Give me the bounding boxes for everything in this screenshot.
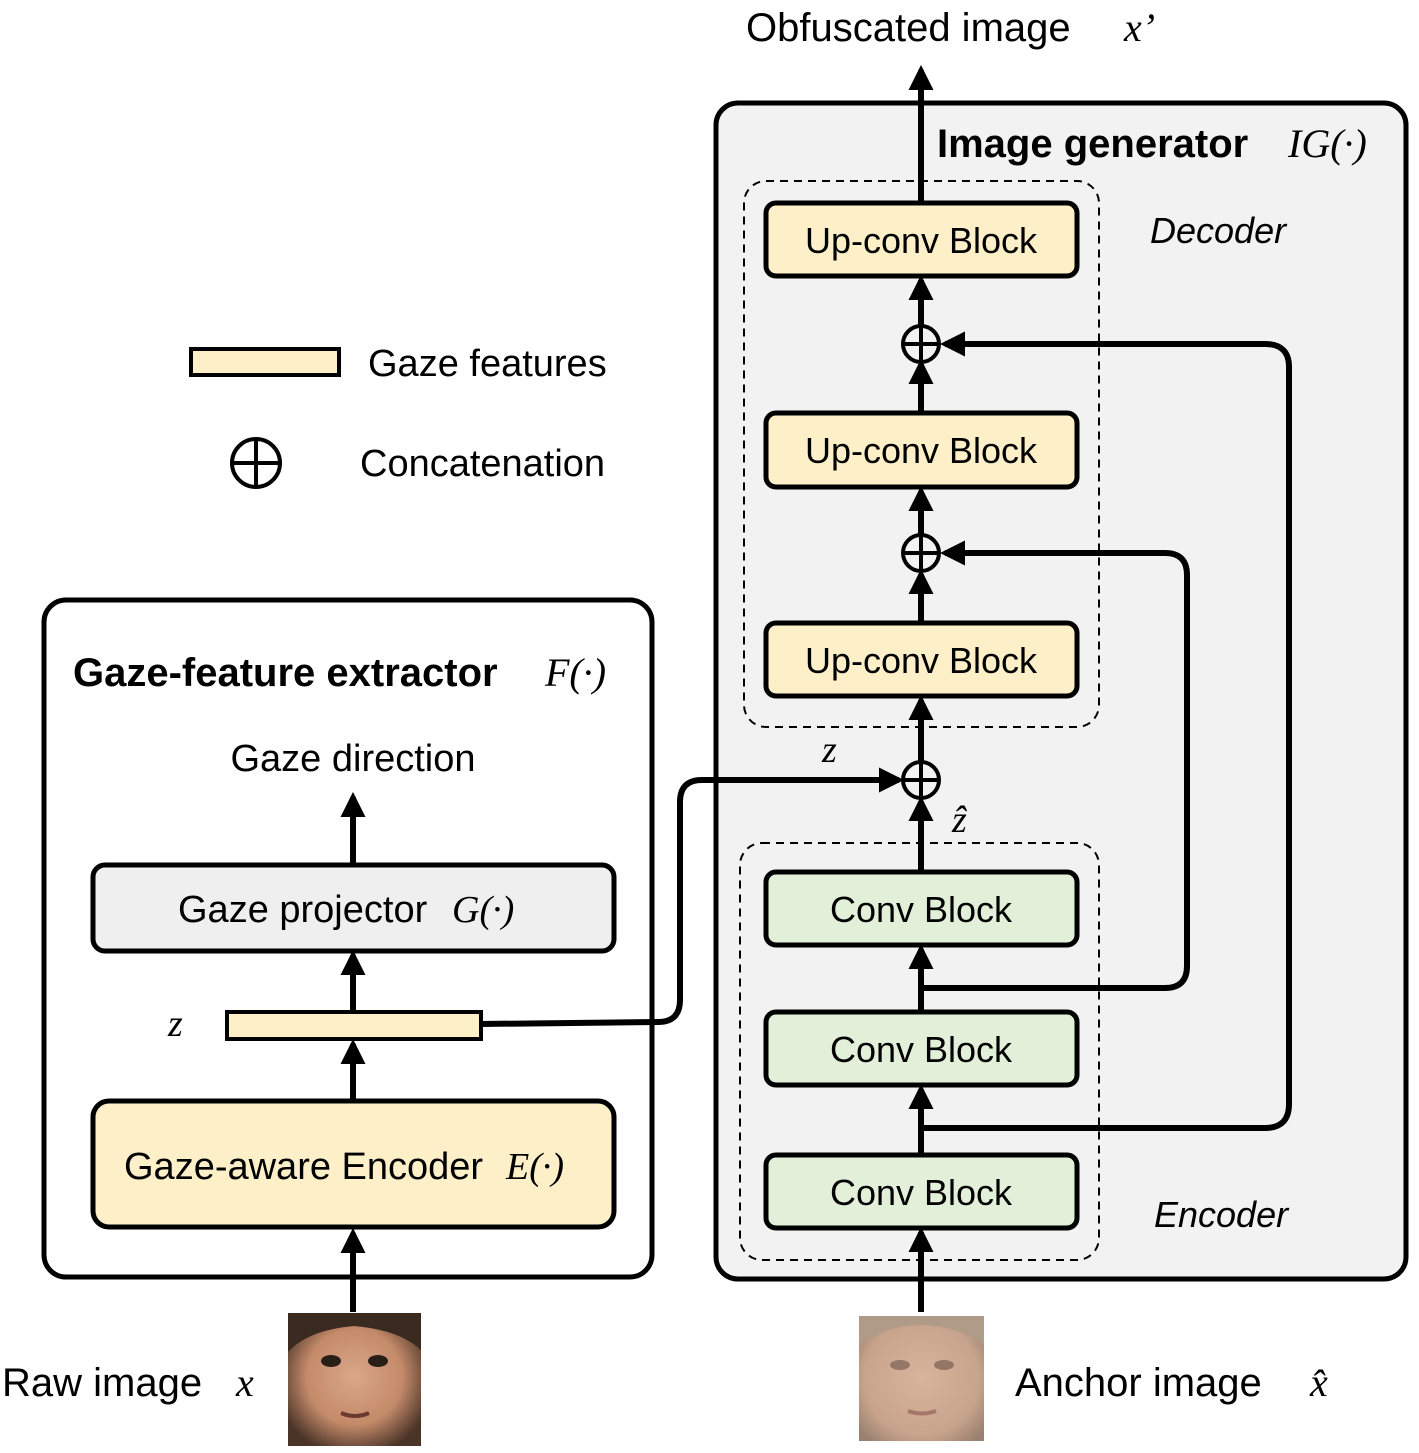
conv-block-top: Conv Block [763, 869, 1080, 948]
concat-circle-bottleneck [901, 760, 941, 800]
concat-circle-middle [901, 533, 941, 573]
raw-image-symbol: x [235, 1360, 254, 1405]
raw-image-face [288, 1313, 421, 1446]
svg-text:Conv Block: Conv Block [830, 1172, 1013, 1213]
output-symbol: x’ [1123, 5, 1155, 50]
gaze-direction-label: Gaze direction [230, 738, 475, 780]
conv-block-bottom: Conv Block [763, 1152, 1080, 1231]
anchor-image-symbol: x̂ [1309, 1360, 1328, 1405]
legend-concatenation-icon [230, 437, 282, 489]
up-conv-block-bottom: Up-conv Block [763, 620, 1080, 699]
z-label-generator: z [821, 729, 837, 771]
z-connection-arrow [480, 767, 905, 1027]
up-conv-block-top: Up-conv Block [763, 200, 1080, 279]
encoder-label: Encoder [1154, 1194, 1290, 1235]
gaze-projector-block: Gaze projector G(·) [90, 862, 617, 954]
anchor-image-label: Anchor image [1015, 1361, 1262, 1405]
decoder-label: Decoder [1150, 210, 1288, 251]
legend-concatenation-label: Concatenation [360, 443, 605, 485]
gaze-feature-z-bar [225, 1010, 483, 1041]
anchor-image-face [859, 1316, 984, 1441]
image-generator-title: Image generator [937, 122, 1248, 166]
extractor-title: Gaze-feature extractor [73, 651, 498, 695]
z-hat-label: ẑ [951, 799, 968, 841]
svg-text:E(·): E(·) [505, 1146, 564, 1188]
extractor-symbol: F(·) [544, 650, 606, 695]
gaze-aware-encoder-block: Gaze-aware Encoder E(·) [90, 1098, 617, 1230]
svg-text:Conv Block: Conv Block [830, 1029, 1013, 1070]
svg-text:Gaze projector: Gaze projector [178, 889, 428, 931]
image-generator-symbol: IG(·) [1287, 121, 1367, 166]
legend-gaze-features-label: Gaze features [368, 343, 607, 385]
svg-text:Conv Block: Conv Block [830, 889, 1013, 930]
up-conv-block-middle: Up-conv Block [763, 410, 1080, 490]
raw-image-label: Raw image [2, 1361, 202, 1405]
svg-text:Up-conv Block: Up-conv Block [805, 640, 1038, 681]
z-label-extractor: z [167, 1003, 183, 1045]
svg-text:Up-conv Block: Up-conv Block [805, 430, 1038, 471]
skip-connections [921, 331, 1292, 1131]
output-label: Obfuscated image [746, 6, 1071, 50]
svg-text:G(·): G(·) [452, 889, 514, 931]
svg-text:Gaze-aware Encoder: Gaze-aware Encoder [124, 1146, 483, 1188]
concat-circle-top [901, 324, 941, 364]
legend-gaze-features-swatch [189, 347, 341, 377]
svg-text:Up-conv Block: Up-conv Block [805, 220, 1038, 261]
conv-block-middle: Conv Block [763, 1009, 1080, 1088]
